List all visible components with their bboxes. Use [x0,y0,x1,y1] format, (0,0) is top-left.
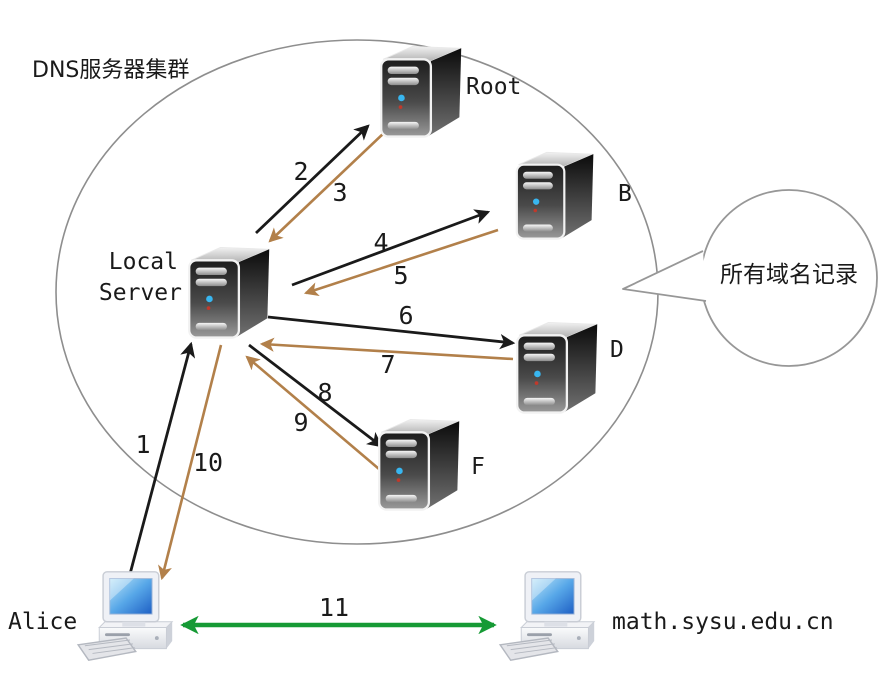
arrow-label-9: 9 [293,408,308,437]
arrow-label-10: 10 [193,448,223,477]
host-math-sysu: math.sysu.edu.cn [499,571,834,661]
response-arrow-line [268,131,386,243]
server-f: F [378,418,485,511]
query-arrow-line [255,124,370,235]
server-icon [378,418,461,511]
server-label-local-line1: Local [109,249,178,275]
arrow-step-11: 11 [180,593,497,635]
query-arrow-line [128,341,196,575]
cluster-label: DNS服务器集群 [32,58,189,83]
server-b: B [515,151,632,240]
server-label-root: Root [466,74,521,100]
computer-icon [499,571,595,661]
server-icon [380,45,463,138]
arrows: 1 2 3 4 5 6 7 8 [128,124,516,635]
server-local: Local Server [99,246,271,339]
arrow-step-7: 7 [259,337,514,379]
arrow-step-9: 9 [245,355,380,470]
computer-icon [77,571,173,661]
arrow-label-7: 7 [380,350,395,379]
arrow-label-11: 11 [319,593,349,622]
arrow-label-6: 6 [398,301,413,330]
arrow-step-4: 4 [291,209,491,287]
arrow-label-8: 8 [317,378,332,407]
server-d: D [516,321,624,414]
client-alice: Alice [8,571,173,661]
arrow-step-1: 1 [128,341,196,575]
query-arrow-line [291,209,491,287]
arrow-step-2: 2 [255,124,370,235]
query-arrow-line [267,315,516,350]
arrow-step-6: 6 [267,301,516,350]
response-arrow-line [245,355,380,470]
speech-bubble-tail [622,250,707,302]
server-icon [515,151,595,240]
server-label-d: D [610,337,624,363]
arrow-label-2: 2 [293,157,308,186]
speech-bubble-label: 所有域名记录 [720,262,858,288]
server-label-f: F [471,454,485,480]
server-label-b: B [618,181,632,207]
server-icon [188,246,271,339]
arrow-label-4: 4 [373,228,388,257]
server-icon [516,321,599,414]
speech-bubble: 所有域名记录 [622,189,878,367]
server-label-local-line2: Server [99,280,182,306]
response-arrow-line [259,337,514,361]
server-root: Root [380,45,521,138]
arrow-label-3: 3 [332,178,347,207]
arrow-label-5: 5 [393,261,408,290]
arrow-label-1: 1 [135,430,150,459]
response-arrow-line [158,344,223,581]
host-label: math.sysu.edu.cn [612,609,834,635]
alice-label: Alice [8,609,77,635]
response-arrow-line [303,228,499,297]
arrow-step-10: 10 [158,344,223,581]
arrow-step-8: 8 [248,343,383,448]
arrow-step-5: 5 [303,228,499,297]
arrow-step-3: 3 [268,131,386,243]
query-arrow-line [248,343,383,448]
